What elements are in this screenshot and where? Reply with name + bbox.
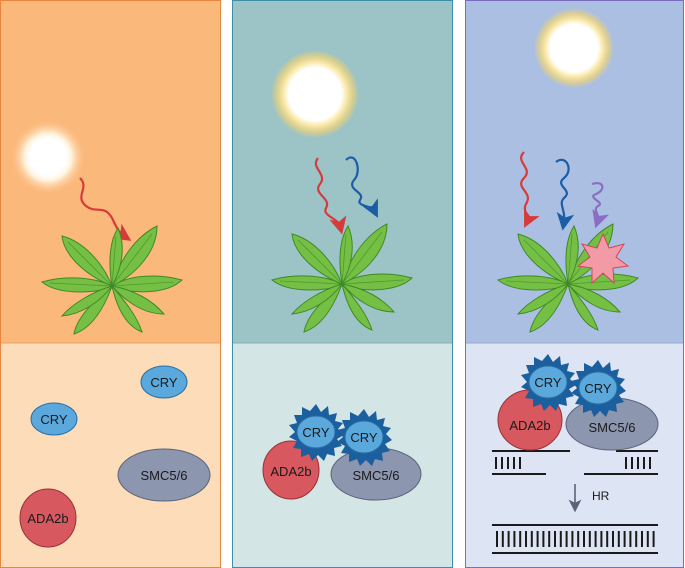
blue-light-arrow-icon: [345, 156, 378, 218]
cry-label: CRY: [40, 412, 68, 427]
dna-strand-icon: [492, 524, 658, 554]
ada2b-label: ADA2b: [270, 464, 311, 479]
cry-protein: CRY: [140, 365, 188, 399]
sun-icon: [271, 50, 359, 138]
cry-activated: CRY: [289, 404, 344, 461]
panel3-bottom-bg: [466, 343, 684, 567]
cry-protein: CRY: [30, 402, 78, 436]
panel-uv-light: ADA2b SMC5/6 CRY CRY HR: [465, 0, 684, 568]
hr-label: HR: [592, 489, 610, 503]
panel-dark: CRY CRY SMC5/6 ADA2b: [0, 0, 221, 568]
sun-icon: [10, 119, 86, 195]
cry-label: CRY: [350, 430, 378, 445]
panel-red-blue-light: ADA2b SMC5/6 CRY CRY: [232, 0, 453, 568]
panel2-top-bg: [233, 1, 452, 343]
smc-label: SMC5/6: [141, 468, 188, 483]
panel2-bottom-bg: [233, 343, 452, 567]
uv-light-arrow-icon: [591, 182, 610, 229]
smc-complex: SMC5/6: [565, 397, 659, 451]
ada2b-label: ADA2b: [27, 511, 68, 526]
ada2b-label: ADA2b: [509, 418, 550, 433]
dna-strand-icon: [492, 450, 658, 475]
dna-damage-star-icon: [576, 232, 630, 285]
smc-complex: SMC5/6: [117, 448, 211, 502]
cry-label: CRY: [302, 425, 330, 440]
cry-label: CRY: [584, 381, 612, 396]
cry-activated: CRY: [571, 360, 626, 417]
ada2b-protein: ADA2b: [19, 488, 77, 548]
cry-label: CRY: [534, 375, 562, 390]
red-light-arrow-icon: [520, 151, 540, 228]
cry-activated: CRY: [521, 354, 576, 411]
smc-complex: SMC5/6: [330, 447, 422, 501]
blue-light-arrow-icon: [555, 158, 575, 231]
sun-icon: [534, 8, 614, 88]
smc-label: SMC5/6: [353, 468, 400, 483]
smc-label: SMC5/6: [589, 420, 636, 435]
cry-label: CRY: [150, 375, 178, 390]
red-light-arrow-icon: [314, 157, 347, 235]
cry-activated: CRY: [337, 409, 392, 466]
